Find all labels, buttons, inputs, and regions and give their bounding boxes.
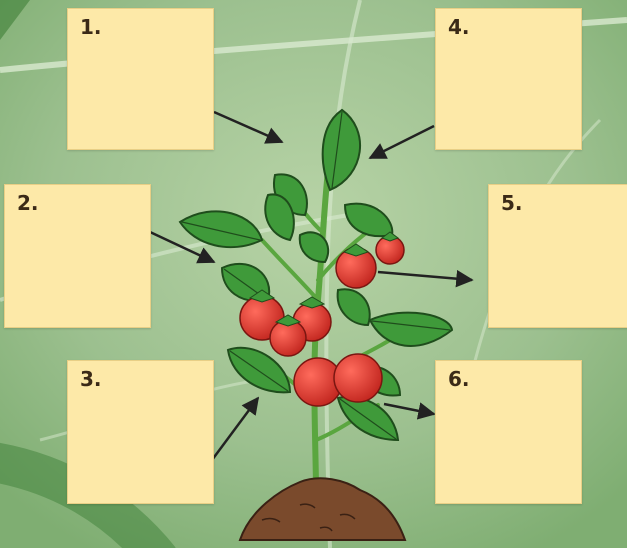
label-box-1[interactable]: 1.: [67, 8, 214, 150]
label-number: 4.: [448, 15, 470, 39]
label-box-6[interactable]: 6.: [435, 360, 582, 504]
label-number: 5.: [501, 191, 523, 215]
label-number: 1.: [80, 15, 102, 39]
label-box-4[interactable]: 4.: [435, 8, 582, 150]
tomato: [334, 354, 382, 402]
label-number: 3.: [80, 367, 102, 391]
label-box-3[interactable]: 3.: [67, 360, 214, 504]
label-box-2[interactable]: 2.: [4, 184, 151, 328]
label-number: 2.: [17, 191, 39, 215]
label-number: 6.: [448, 367, 470, 391]
label-box-5[interactable]: 5.: [488, 184, 627, 328]
